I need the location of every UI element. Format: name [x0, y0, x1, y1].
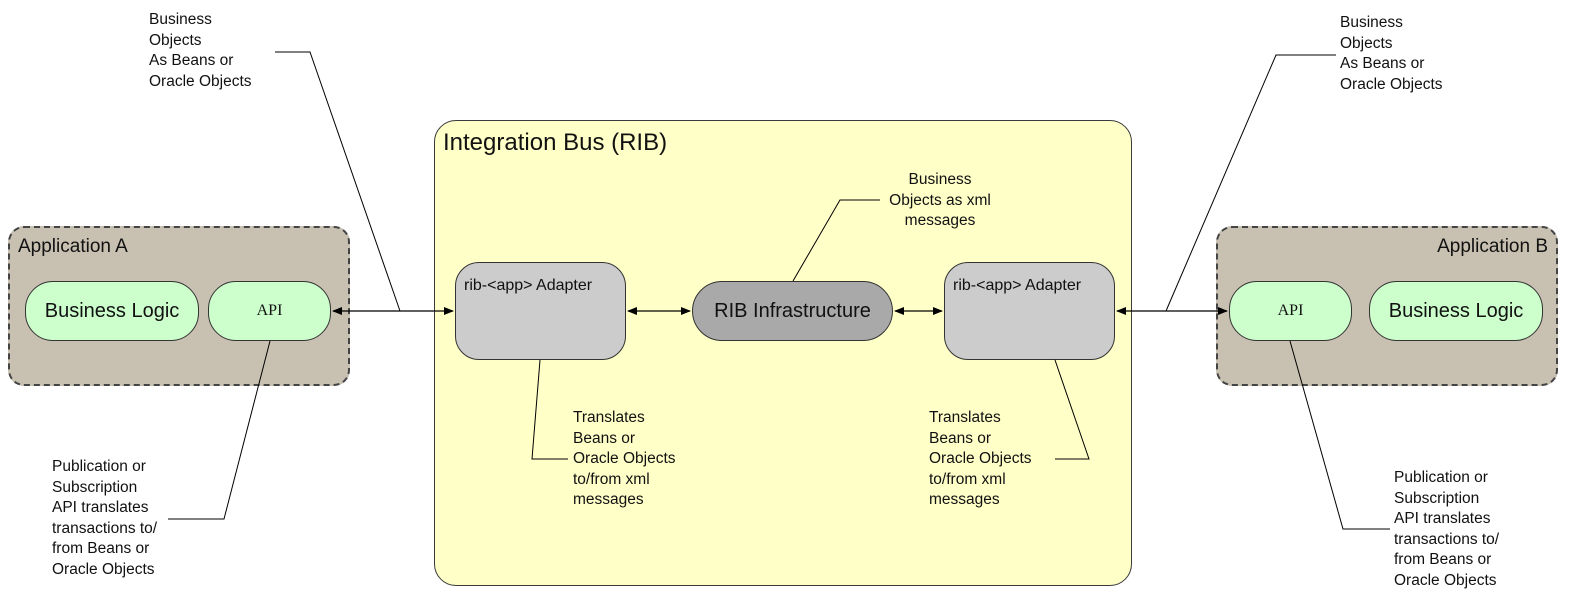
note-line: messages: [573, 491, 644, 508]
note-line: API translates: [1394, 510, 1491, 527]
note-line: messages: [904, 212, 976, 229]
callout-line-top-left: [275, 51, 401, 312]
callout-line-top-right: [1165, 54, 1336, 312]
application-b-api: API: [1229, 281, 1352, 341]
note-line: Oracle Objects: [573, 450, 676, 467]
note-line: from Beans or: [52, 540, 150, 557]
application-a-business-logic: Business Logic: [25, 281, 199, 341]
note-line: Oracle Objects: [1394, 571, 1497, 589]
note-line: to/from xml: [929, 470, 1006, 488]
note-line: As Beans or: [1340, 55, 1425, 72]
note-business-objects-left: Business Objects As Beans or Oracle Obje…: [149, 10, 252, 92]
note-line: Beans or: [929, 429, 992, 447]
note-line: to/from xml: [573, 470, 650, 488]
note-line: transactions to/: [52, 519, 158, 537]
note-line: messages: [929, 491, 1000, 508]
note-line: Publication or: [1394, 469, 1488, 486]
note-line: As Beans or: [149, 52, 234, 69]
integration-bus-title: Integration Bus (RIB): [443, 129, 668, 156]
note-line: Oracle Objects: [52, 560, 155, 578]
note-line: Subscription: [1394, 489, 1480, 507]
note-line: Objects as xml: [889, 191, 991, 209]
note-line: Publication or: [52, 458, 146, 475]
application-a-api: API: [208, 281, 331, 341]
application-a-title: Application A: [18, 236, 128, 257]
note-line: Beans or: [573, 429, 636, 447]
note-line: Translates: [929, 409, 1001, 426]
note-api-left: Publication or Subscription API translat…: [52, 457, 157, 580]
callout-line-xml-messages: [792, 199, 880, 282]
note-line: transactions to/: [1394, 530, 1500, 548]
application-b-title: Application B: [1437, 236, 1548, 257]
note-line: Subscription: [52, 478, 138, 496]
note-translates-right: Translates Beans or Oracle Objects to/fr…: [929, 408, 1032, 511]
right-adapter: rib-<app> Adapter: [944, 262, 1115, 360]
note-line: Objects: [1340, 34, 1393, 52]
note-api-right: Publication or Subscription API translat…: [1394, 468, 1499, 591]
application-b-business-logic: Business Logic: [1369, 281, 1543, 341]
note-translates-left: Translates Beans or Oracle Objects to/fr…: [573, 408, 676, 511]
note-line: from Beans or: [1394, 551, 1492, 568]
note-line: Business: [908, 171, 972, 188]
note-line: Business: [149, 11, 212, 28]
note-line: Oracle Objects: [149, 72, 252, 90]
note-business-objects-right: Business Objects As Beans or Oracle Obje…: [1340, 13, 1443, 95]
note-line: Oracle Objects: [929, 450, 1032, 467]
callout-line-api-left: [168, 340, 271, 520]
callout-line-translate-right: [1054, 359, 1090, 460]
callout-line-api-right: [1289, 340, 1390, 530]
note-line: Oracle Objects: [1340, 75, 1443, 93]
callout-line-translate-left: [531, 359, 568, 460]
note-xml-messages: Business Objects as xml messages: [880, 170, 1000, 232]
rib-infrastructure: RIB Infrastructure: [692, 281, 893, 341]
note-line: API translates: [52, 499, 149, 516]
note-line: Business: [1340, 14, 1403, 31]
left-adapter: rib-<app> Adapter: [455, 262, 626, 360]
note-line: Translates: [573, 409, 645, 426]
note-line: Objects: [149, 31, 202, 49]
